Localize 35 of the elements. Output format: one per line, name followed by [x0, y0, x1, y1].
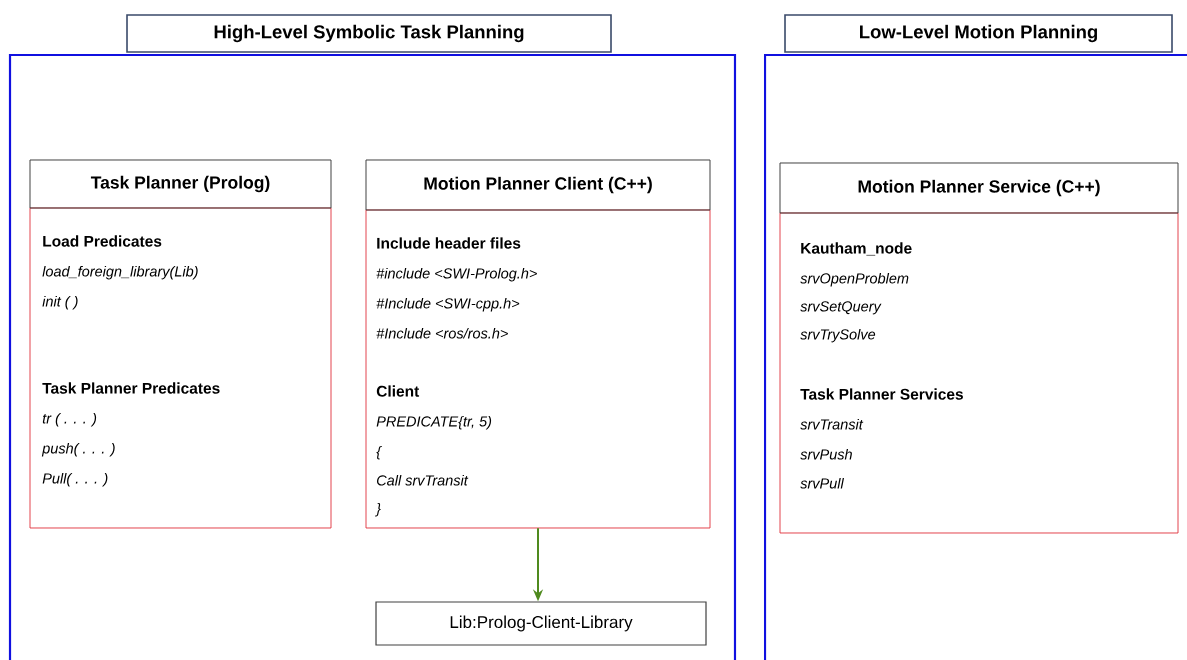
panel-title: High-Level Symbolic Task Planning	[126, 14, 612, 53]
code-line: srvSetQuery	[800, 301, 882, 315]
library-box: Lib:Prolog-Client-Library	[375, 601, 707, 646]
section-heading: Client	[376, 385, 420, 397]
component-box	[365, 159, 711, 529]
code-line: #Include <SWI-cpp.h>	[376, 297, 520, 312]
section-heading: Task Planner Services	[800, 388, 963, 400]
panel-title: Low-Level Motion Planning	[784, 14, 1173, 53]
section-heading: Include header files	[377, 237, 521, 249]
code-line: srvPush	[800, 448, 852, 460]
panel	[8, 14, 737, 660]
code-line: srvTransit	[800, 418, 864, 430]
box-heading: Task Planner (Prolog)	[90, 175, 270, 193]
code-line: init ( )	[42, 295, 78, 310]
panel	[763, 14, 1187, 660]
section-heading: Task Planner Predicates	[42, 382, 220, 394]
section-heading: Kautham_node	[801, 242, 912, 256]
code-line: #Include <ros/ros.h>	[376, 327, 508, 339]
component-box	[779, 162, 1179, 534]
component-box	[29, 159, 332, 529]
code-line: srvTrySolve	[800, 328, 876, 343]
code-line: load_foreign_library(Lib)	[42, 265, 198, 280]
code-line: Call srvTransit	[377, 474, 469, 486]
code-line: #include <SWI-Prolog.h>	[376, 267, 537, 282]
box-heading: Motion Planner Service (C++)	[858, 179, 1100, 197]
code-line: push( . . . )	[41, 442, 115, 457]
section-heading: Load Predicates	[43, 235, 162, 247]
box-heading: Motion Planner Client (C++)	[424, 176, 652, 194]
code-line: {	[376, 445, 383, 460]
code-line: srvPull	[800, 477, 845, 489]
code-line: }	[375, 502, 381, 517]
code-line: srvOpenProblem	[800, 272, 909, 287]
code-line: Pull( . . . )	[42, 472, 108, 487]
code-line: tr ( . . . )	[42, 412, 97, 427]
code-line: PREDICATE{tr, 5)	[376, 415, 492, 430]
